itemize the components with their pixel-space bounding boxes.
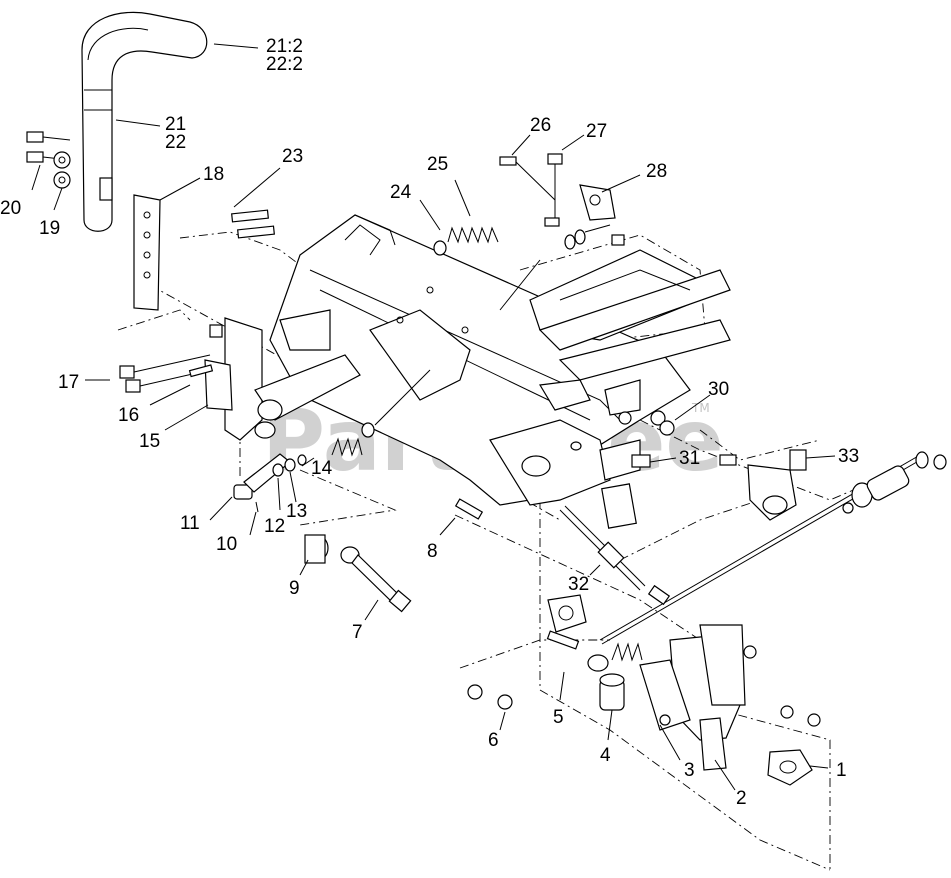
- callout-25: 25: [427, 154, 448, 175]
- callout-2: 2: [736, 788, 747, 809]
- callout-22-2: 22:2: [266, 54, 303, 75]
- bolts-washers: [26, 131, 71, 189]
- pivot-right: [747, 449, 807, 521]
- bolts-16-17: [119, 354, 214, 393]
- callout-16: 16: [118, 405, 139, 426]
- callout-21: 21: [165, 114, 186, 135]
- control-arm-left: [204, 317, 361, 441]
- callout-21-2: 21:2: [266, 36, 303, 57]
- lower-right-arm: [467, 594, 821, 786]
- callout-10: 10: [216, 534, 237, 555]
- upper-linkage: [433, 153, 625, 311]
- callout-5: 5: [553, 707, 564, 728]
- callout-19: 19: [39, 218, 60, 239]
- callout-7: 7: [352, 622, 363, 643]
- shaft-32: [559, 505, 671, 606]
- callout-13: 13: [286, 501, 307, 522]
- bolts-23: [231, 209, 275, 239]
- bolt-8: [454, 498, 484, 520]
- callout-4: 4: [600, 745, 611, 766]
- callout-32: 32: [568, 574, 589, 595]
- spring-left: [331, 369, 431, 457]
- callout-9: 9: [289, 578, 300, 599]
- callout-24: 24: [390, 182, 412, 203]
- callout-1: 1: [836, 760, 847, 781]
- nuts-30-bolt-31: [618, 410, 737, 468]
- control-rod-right: [599, 451, 947, 645]
- callout-20: 20: [0, 198, 21, 219]
- callout-27: 27: [586, 121, 607, 142]
- callout-23: 23: [282, 146, 303, 167]
- callout-6: 6: [488, 730, 499, 751]
- callout-22: 22: [165, 132, 186, 153]
- callout-31: 31: [679, 448, 700, 469]
- callout-14: 14: [311, 458, 333, 479]
- callout-15: 15: [139, 431, 160, 452]
- callout-17: 17: [58, 372, 79, 393]
- callout-18: 18: [203, 164, 224, 185]
- callout-28: 28: [646, 161, 667, 182]
- callout-30: 30: [708, 379, 729, 400]
- callout-12: 12: [264, 516, 285, 537]
- rod-end-left: [233, 453, 307, 513]
- spacer-bolt-left: [304, 534, 412, 613]
- handle-bracket: [133, 194, 161, 311]
- control-handle: [81, 11, 208, 232]
- watermark-tm: TM: [691, 401, 710, 415]
- main-frame: [269, 214, 731, 529]
- callout-26: 26: [530, 115, 551, 136]
- callout-33: 33: [838, 446, 859, 467]
- callouts: 1 2 3 4 5 6 7 8 9 10 11 12 13 14 15 16 1…: [0, 36, 859, 809]
- callout-3: 3: [684, 760, 695, 781]
- leader-lines: [31, 43, 836, 791]
- callout-11: 11: [180, 513, 200, 534]
- callout-8: 8: [427, 541, 438, 562]
